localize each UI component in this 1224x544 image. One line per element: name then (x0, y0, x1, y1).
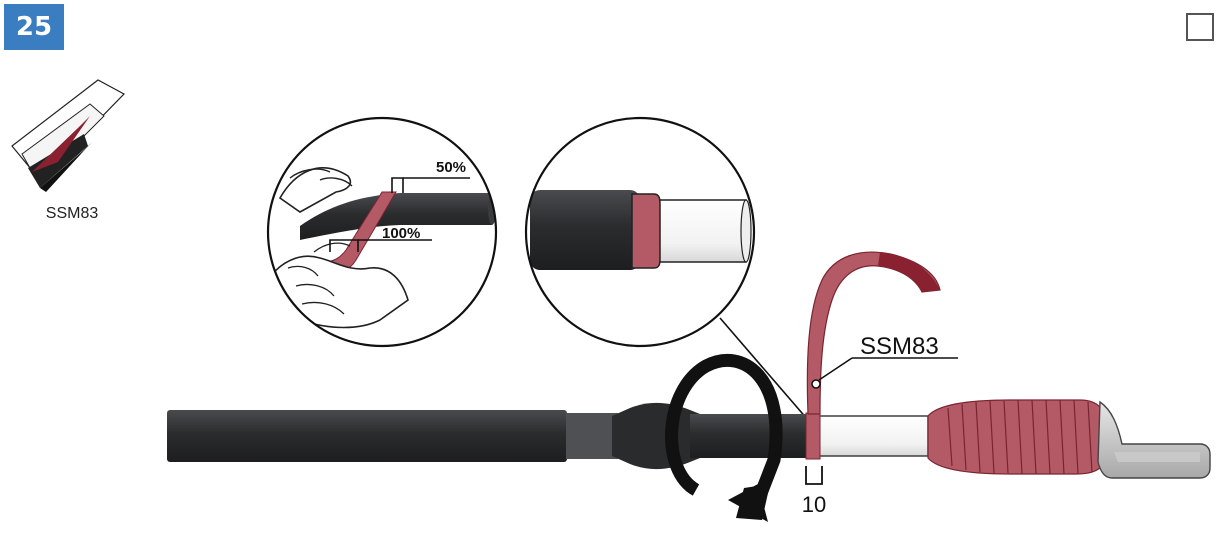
tape-label: SSM83 (860, 333, 939, 360)
overlap-100-label: 100% (382, 225, 420, 242)
white-insulation (815, 415, 929, 457)
taped-lug-barrel (927, 399, 1107, 475)
tape-callout (811, 357, 958, 389)
cable-assembly (167, 399, 1211, 479)
tape-package-icon (11, 79, 125, 192)
material-label: SSM83 (46, 205, 99, 222)
heat-shrink-sleeve (612, 402, 700, 470)
tape-end-detail-circle (524, 116, 756, 348)
tape-start-band (805, 412, 821, 460)
step-checkbox[interactable] (1186, 13, 1214, 41)
cable-outer-sheath (167, 410, 567, 462)
detail-leader-line (719, 317, 809, 421)
dimension-label: 10 (802, 492, 826, 517)
dimension-bracket (805, 466, 823, 485)
step-number-badge: 25 (4, 4, 64, 50)
overlap-detail-circle (266, 116, 498, 348)
overlap-50-label: 50% (436, 159, 466, 176)
cable-screen-section (566, 413, 618, 459)
lug-palm (1097, 400, 1211, 479)
rotation-arrow-icon (665, 354, 783, 522)
tape-strip (806, 251, 941, 415)
insulation-section (690, 414, 810, 458)
